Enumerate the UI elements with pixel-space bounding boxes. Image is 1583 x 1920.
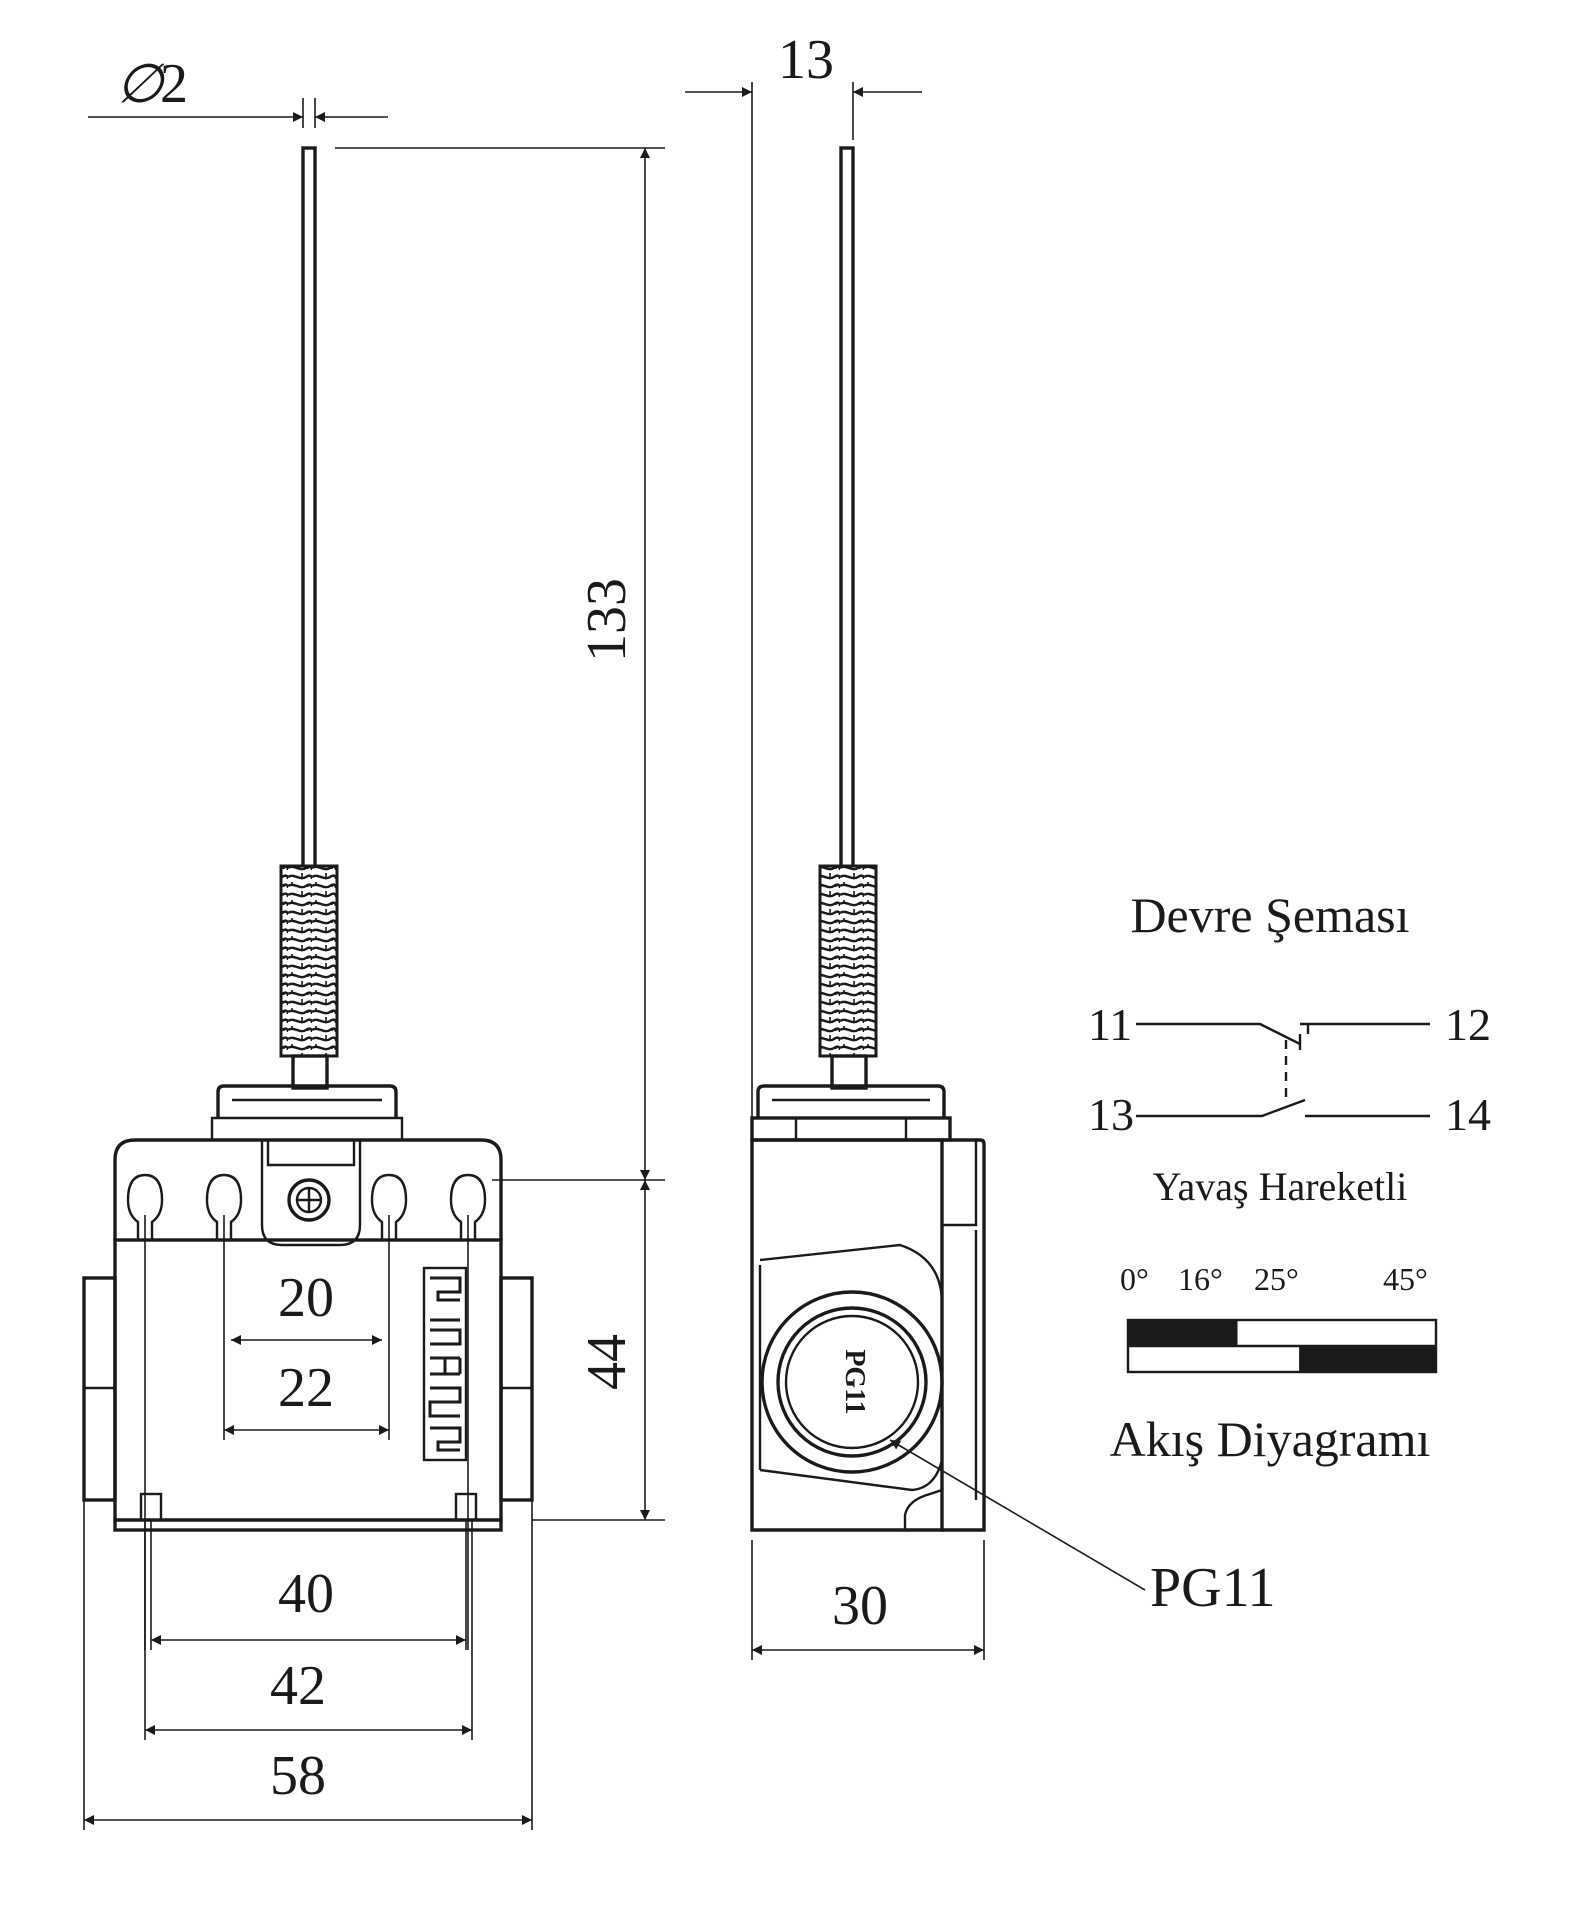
angle-label-16: 16° (1178, 1261, 1223, 1297)
terminal-12: 12 (1445, 999, 1491, 1050)
terminal-14: 14 (1445, 1089, 1491, 1140)
switch-body-top (113, 1138, 503, 1240)
dim-mount-spacing-outer: 42 (270, 1655, 326, 1717)
dim-hole-spacing-outer: 22 (278, 1357, 334, 1419)
side-spring-coil (818, 864, 878, 1058)
travel-diagram: 0° 16° 25° 45° Akış Diyagramı (1110, 1261, 1438, 1467)
actuator-stem (291, 1054, 329, 1090)
no-contact-bar (1299, 1346, 1436, 1372)
front-view (82, 146, 534, 1532)
dim-rod-offset: 13 (778, 29, 834, 91)
dim-mount-spacing-inner: 40 (278, 1563, 334, 1625)
circuit-title: Devre Şeması (1130, 887, 1409, 943)
dim-hole-spacing-inner: 20 (278, 1267, 334, 1329)
dim-actuator-length: 133 (576, 578, 638, 662)
angle-label-0: 0° (1120, 1261, 1149, 1297)
dim-rod-diameter-value: 2 (160, 53, 188, 115)
emas-logo (422, 1266, 468, 1462)
circuit-diagram: Devre Şeması 11 12 13 14 Yavaş Hareketli (1088, 887, 1491, 1209)
dim-body-width: 58 (270, 1745, 326, 1807)
cable-gland: PG11 (760, 1290, 944, 1474)
motion-type: Yavaş Hareketli (1153, 1164, 1408, 1209)
travel-diagram-title: Akış Diyagramı (1110, 1411, 1431, 1467)
mounting-slots (126, 1173, 487, 1242)
side-actuator-rod (839, 146, 855, 870)
terminal-13: 13 (1088, 1089, 1134, 1140)
angle-label-45: 45° (1383, 1261, 1428, 1297)
actuator-rod (301, 146, 317, 870)
gland-marking: PG11 (839, 1349, 870, 1414)
spring-coil (279, 864, 339, 1058)
angle-label-25: 25° (1254, 1261, 1299, 1297)
dim-rod-diameter: ∅ (116, 54, 165, 114)
dimension-lines (83, 82, 1146, 1830)
center-screw (287, 1178, 331, 1222)
nc-contact-bar (1128, 1320, 1238, 1346)
pg11-label: PG11 (1150, 1557, 1276, 1619)
side-view: PG11 (750, 146, 986, 1532)
dim-body-depth: 30 (832, 1575, 888, 1637)
switch-head-cap (216, 1084, 398, 1118)
dim-body-height: 44 (576, 1334, 638, 1390)
terminal-11: 11 (1088, 999, 1132, 1050)
